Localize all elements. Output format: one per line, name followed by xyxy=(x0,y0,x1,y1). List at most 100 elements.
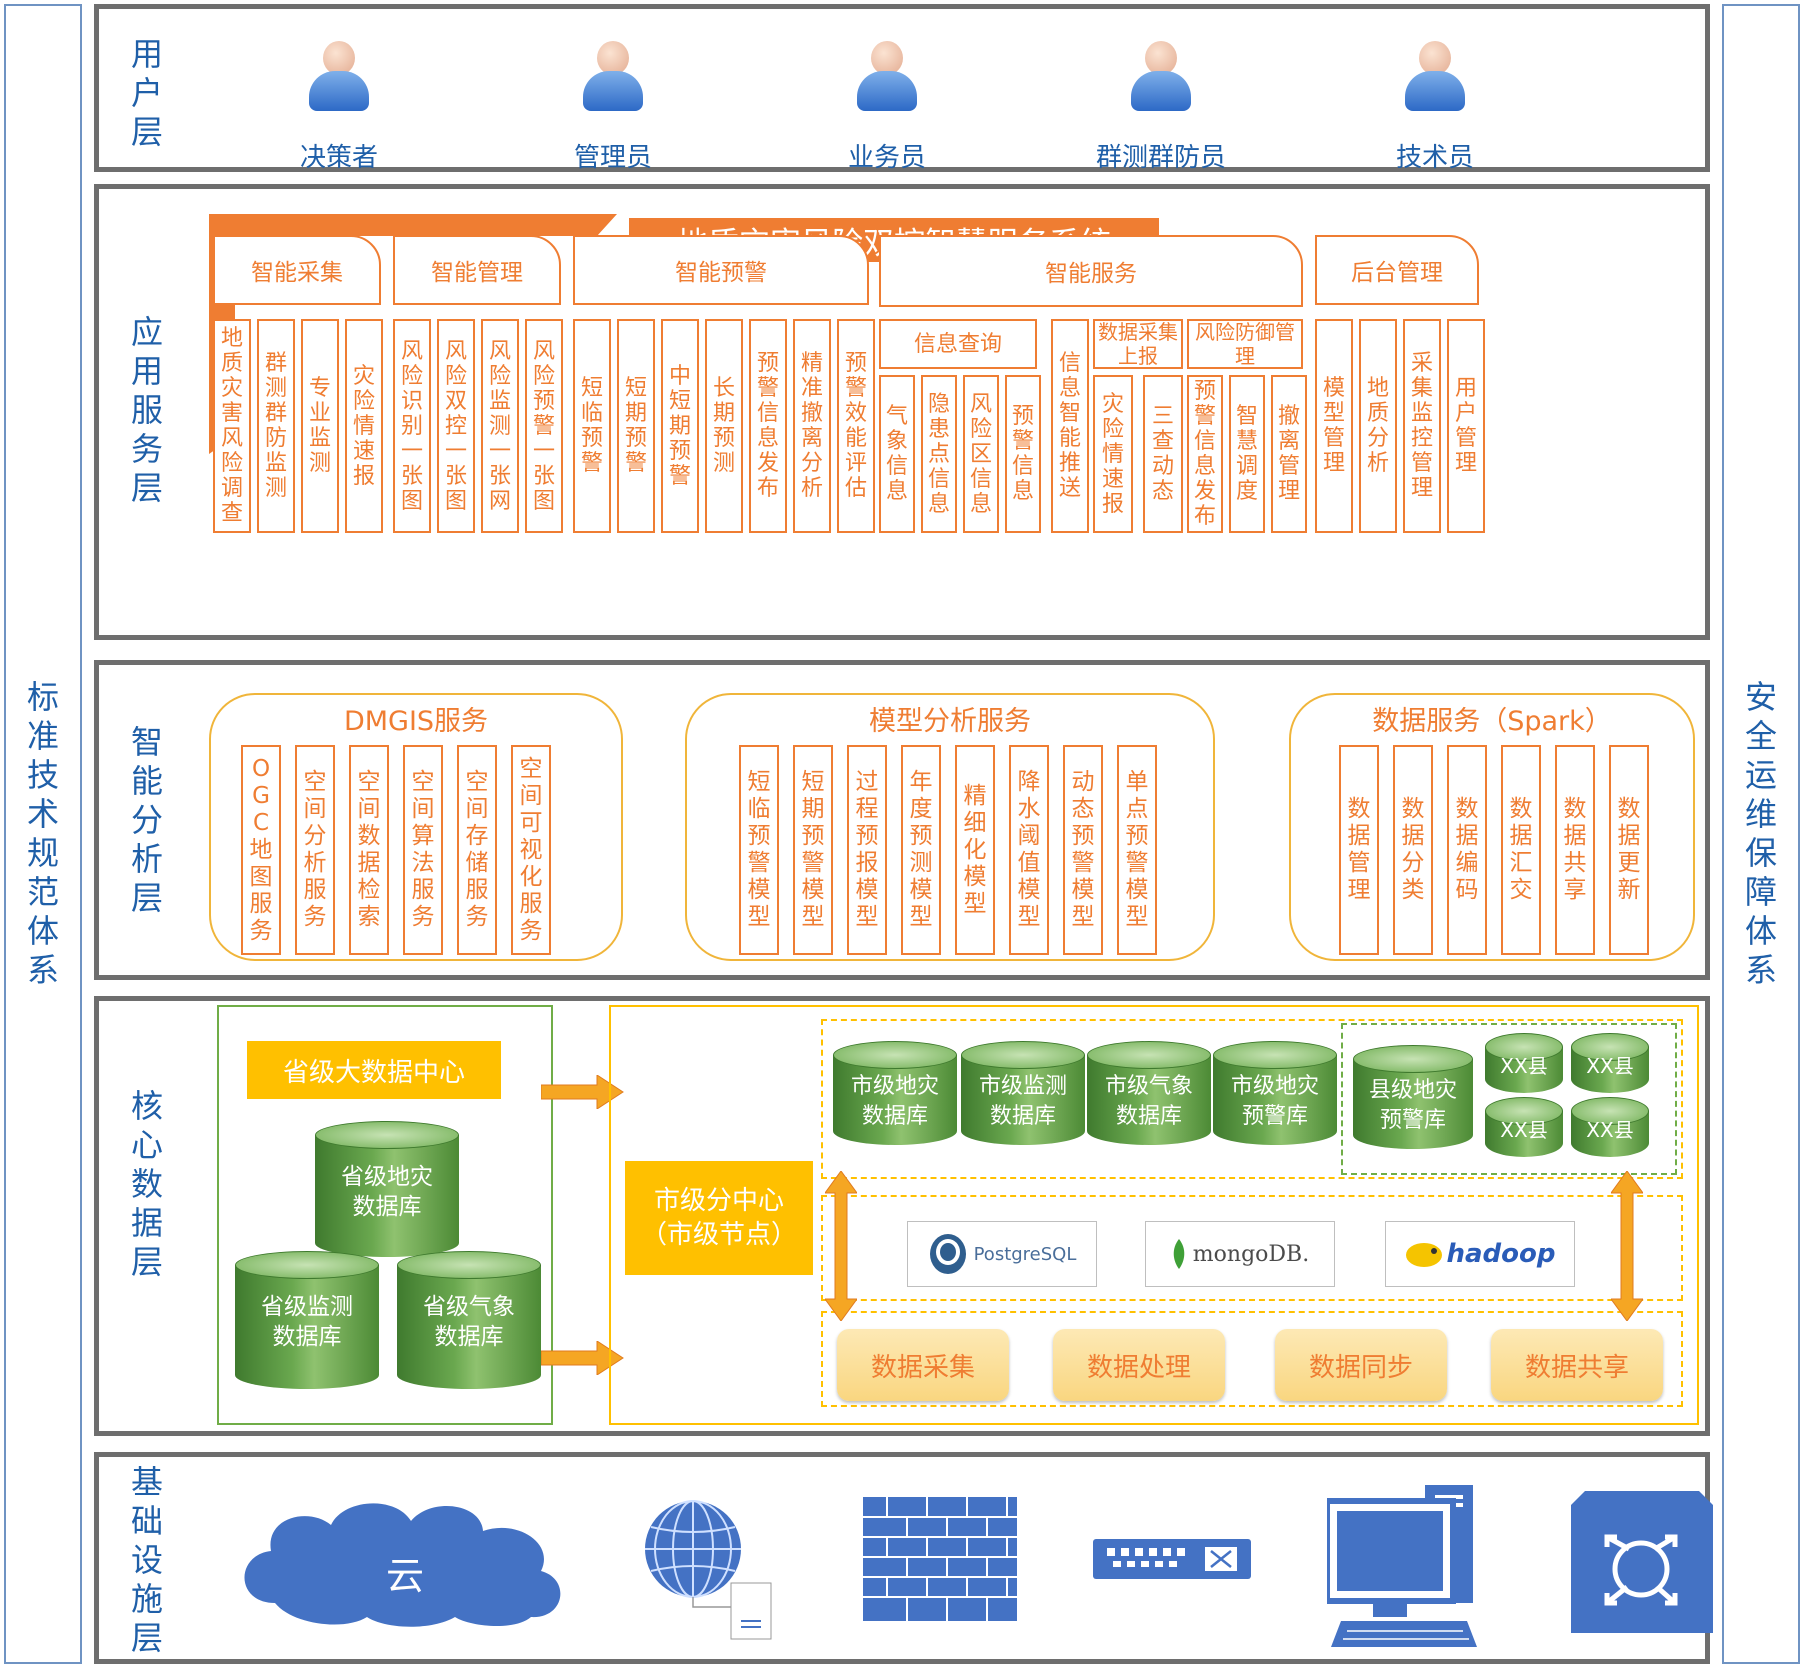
glyph: 数 xyxy=(1347,796,1371,822)
analysis-item-0-2[interactable]: 空间数据检索 xyxy=(349,745,389,955)
glyph: 报 xyxy=(1101,491,1124,517)
user-role-1[interactable]: 管理员 xyxy=(573,143,652,173)
analysis-item-1-0[interactable]: 短临预警模型 xyxy=(739,745,779,955)
admin-item-2[interactable]: 采集监控管理 xyxy=(1403,319,1441,533)
service-defense-header[interactable]: 风险防御管理 xyxy=(1187,319,1303,369)
warn-item-5[interactable]: 精准撤离分析 xyxy=(793,319,831,533)
province-db-0[interactable]: 省级地灾数据库 xyxy=(315,1121,459,1257)
user-role-3[interactable]: 群测群防员 xyxy=(1095,143,1226,173)
collect-item-3[interactable]: 灾险情速报 xyxy=(345,319,383,533)
analysis-item-2-1[interactable]: 数据分类 xyxy=(1393,745,1433,955)
user-role-0[interactable]: 决策者 xyxy=(299,143,378,173)
glyph: 警 xyxy=(1193,404,1216,429)
analysis-item-1-3[interactable]: 年度预测模型 xyxy=(901,745,941,955)
county-db-1[interactable]: XX县 xyxy=(1571,1033,1649,1093)
query-item-3[interactable]: 预警信息 xyxy=(1005,375,1041,533)
manage-item-0[interactable]: 风险识别一张图 xyxy=(393,319,431,533)
analysis-item-0-3[interactable]: 空间算法服务 xyxy=(403,745,443,955)
analysis-item-2-3[interactable]: 数据汇交 xyxy=(1501,745,1541,955)
glyph: 交 xyxy=(1509,877,1533,903)
analysis-item-1-2[interactable]: 过程预报模型 xyxy=(847,745,887,955)
analysis-item-1-6[interactable]: 动态预警模型 xyxy=(1063,745,1103,955)
warn-item-0[interactable]: 短临预警 xyxy=(573,319,611,533)
collect-item-2[interactable]: 专业监测 xyxy=(301,319,339,533)
glyph: 准 xyxy=(26,717,59,755)
warn-item-4[interactable]: 预警信息发布 xyxy=(749,319,787,533)
ops-button-2[interactable]: 数据同步 xyxy=(1275,1329,1447,1401)
manage-item-2[interactable]: 风险监测一张网 xyxy=(481,319,519,533)
city-db-2[interactable]: 市级气象数据库 xyxy=(1087,1041,1211,1145)
province-db-1[interactable]: 省级监测数据库 xyxy=(235,1251,379,1389)
admin-item-1[interactable]: 地质分析 xyxy=(1359,319,1397,533)
collect-item-1[interactable]: 群测群防监测 xyxy=(257,319,295,533)
query-item-2[interactable]: 风险区信息 xyxy=(963,375,999,533)
query-item-1[interactable]: 隐患点信息 xyxy=(921,375,957,533)
glyph: 象 xyxy=(885,429,908,454)
glyph: 安 xyxy=(1744,678,1777,716)
glyph: 测 xyxy=(264,376,287,401)
province-db-2[interactable]: 省级气象数据库 xyxy=(397,1251,541,1389)
warn-item-3[interactable]: 长期预测 xyxy=(705,319,743,533)
glyph: 气 xyxy=(885,404,908,429)
defense-item-2[interactable]: 撤离管理 xyxy=(1271,375,1307,533)
city-db-0[interactable]: 市级地灾数据库 xyxy=(833,1041,957,1145)
county-db-0[interactable]: XX县 xyxy=(1485,1033,1563,1093)
app-group-1[interactable]: 智能管理 xyxy=(393,235,561,305)
app-group-3[interactable]: 智能服务 xyxy=(879,235,1303,307)
glyph: 度 xyxy=(909,796,933,822)
analysis-item-2-5[interactable]: 数据更新 xyxy=(1609,745,1649,955)
collect-item-0[interactable]: 地质灾害风险调查 xyxy=(213,319,251,533)
glyph: 务 xyxy=(130,430,163,468)
warn-item-6[interactable]: 预警效能评估 xyxy=(837,319,875,533)
service-report-header[interactable]: 数据采集上报 xyxy=(1093,319,1183,369)
analysis-item-1-1[interactable]: 短期预警模型 xyxy=(793,745,833,955)
analysis-item-2-4[interactable]: 数据共享 xyxy=(1555,745,1595,955)
defense-item-0[interactable]: 预警信息发布 xyxy=(1187,375,1223,533)
analysis-item-0-5[interactable]: 空间可视化服务 xyxy=(511,745,551,955)
admin-item-0[interactable]: 模型管理 xyxy=(1315,319,1353,533)
app-group-2[interactable]: 智能预警 xyxy=(573,235,869,305)
analysis-item-1-5[interactable]: 降水阈值模型 xyxy=(1009,745,1049,955)
county-db-3[interactable]: XX县 xyxy=(1571,1097,1649,1157)
report-item-1[interactable]: 三查动态 xyxy=(1143,375,1183,533)
service-query-header[interactable]: 信息查询 xyxy=(879,319,1037,369)
ops-button-1[interactable]: 数据处理 xyxy=(1053,1329,1225,1401)
glyph: 双 xyxy=(444,388,467,414)
glyph: 服 xyxy=(465,877,489,903)
glyph: 灾 xyxy=(352,363,375,389)
report-item-0[interactable]: 灾险情速报 xyxy=(1093,375,1133,533)
infra-layer: 基础设施层 云 xyxy=(94,1452,1713,1664)
analysis-item-2-0[interactable]: 数据管理 xyxy=(1339,745,1379,955)
glyph: 细 xyxy=(963,809,987,836)
glyph: 张 xyxy=(532,463,555,489)
admin-item-3[interactable]: 用户管理 xyxy=(1447,319,1485,533)
city-db-3[interactable]: 市级地灾预警库 xyxy=(1213,1041,1337,1145)
query-item-0[interactable]: 气象信息 xyxy=(879,375,915,533)
user-role-4[interactable]: 技术员 xyxy=(1395,143,1474,173)
analysis-group-2 xyxy=(1289,693,1695,961)
ops-button-0[interactable]: 数据采集 xyxy=(837,1329,1009,1401)
analysis-item-0-4[interactable]: 空间存储服务 xyxy=(457,745,497,955)
warn-item-2[interactable]: 中短期预警 xyxy=(661,319,699,533)
manage-item-3[interactable]: 风险预警一张图 xyxy=(525,319,563,533)
db-top xyxy=(1485,1097,1563,1125)
defense-item-1[interactable]: 智慧调度 xyxy=(1229,375,1265,533)
user-role-2[interactable]: 业务员 xyxy=(847,143,926,173)
push-item-0[interactable]: 信息智能推送 xyxy=(1051,319,1089,533)
city-db-1[interactable]: 市级监测数据库 xyxy=(961,1041,1085,1145)
ops-button-3[interactable]: 数据共享 xyxy=(1491,1329,1663,1401)
glyph: 型 xyxy=(747,904,771,930)
analysis-item-2-2[interactable]: 数据编码 xyxy=(1447,745,1487,955)
app-group-0[interactable]: 智能采集 xyxy=(213,235,381,305)
analysis-item-1-7[interactable]: 单点预警模型 xyxy=(1117,745,1157,955)
router-icon xyxy=(1571,1491,1713,1633)
app-group-4[interactable]: 后台管理 xyxy=(1315,235,1479,305)
analysis-item-0-1[interactable]: 空间分析服务 xyxy=(295,745,335,955)
glyph: 警 xyxy=(747,850,771,876)
warn-item-1[interactable]: 短期预警 xyxy=(617,319,655,533)
analysis-item-1-4[interactable]: 精细化模型 xyxy=(955,745,995,955)
manage-item-1[interactable]: 风险双控一张图 xyxy=(437,319,475,533)
county-warning-db[interactable]: 县级地灾预警库 xyxy=(1353,1045,1473,1149)
county-db-2[interactable]: XX县 xyxy=(1485,1097,1563,1157)
